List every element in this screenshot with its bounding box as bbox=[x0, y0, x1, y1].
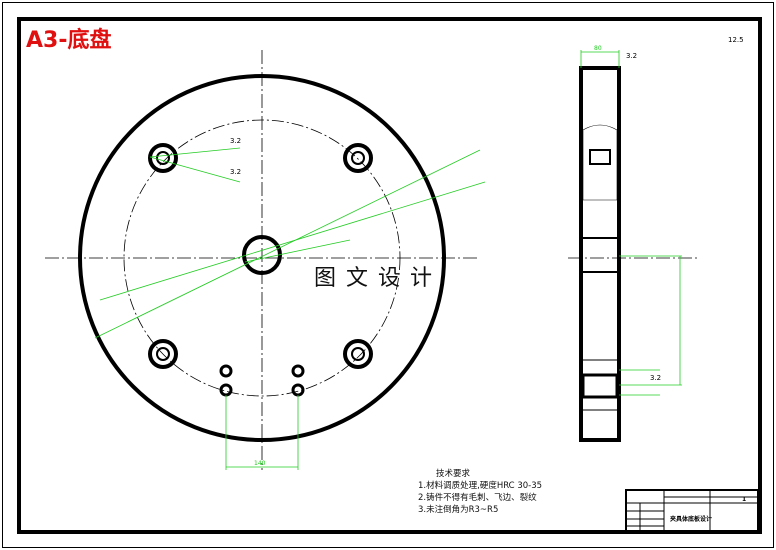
technical-requirements: 技术要求 1.材料调质处理,硬度HRC 30-35 2.铸件不得有毛刺、飞边、裂… bbox=[418, 468, 542, 516]
roughness-general: 12.5 bbox=[728, 36, 744, 44]
title-block-scale: 1 bbox=[742, 496, 747, 503]
title-block-name: 夹具体底板设计 bbox=[670, 516, 713, 523]
title-block bbox=[625, 489, 759, 533]
leader-lines bbox=[94, 147, 486, 470]
notes-heading: 技术要求 bbox=[436, 469, 471, 479]
drawing-title: A3-底盘 bbox=[26, 28, 112, 53]
note-item: 3.未注倒角为R3~R5 bbox=[418, 505, 499, 515]
roughness-label: 3.2 bbox=[230, 168, 241, 176]
dimension-80: 80 bbox=[594, 45, 602, 52]
inner-border bbox=[17, 17, 762, 534]
outer-circle bbox=[78, 74, 446, 442]
note-item: 1.材料调质处理,硬度HRC 30-35 bbox=[418, 481, 543, 491]
bolt-circle bbox=[123, 119, 401, 397]
roughness-label: 3.2 bbox=[626, 52, 637, 60]
note-item: 2.铸件不得有毛刺、飞边、裂纹 bbox=[418, 493, 537, 503]
front-view: 140 3.2 3.2 bbox=[45, 50, 486, 470]
bolt-holes bbox=[148, 143, 373, 369]
roughness-label: 3.2 bbox=[230, 137, 241, 145]
watermark: 图文设计 bbox=[314, 266, 443, 291]
side-view: 80 3.2 3.2 12.5 bbox=[568, 36, 744, 442]
dimension-140: 140 bbox=[254, 460, 266, 467]
roughness-label: 3.2 bbox=[650, 374, 661, 382]
